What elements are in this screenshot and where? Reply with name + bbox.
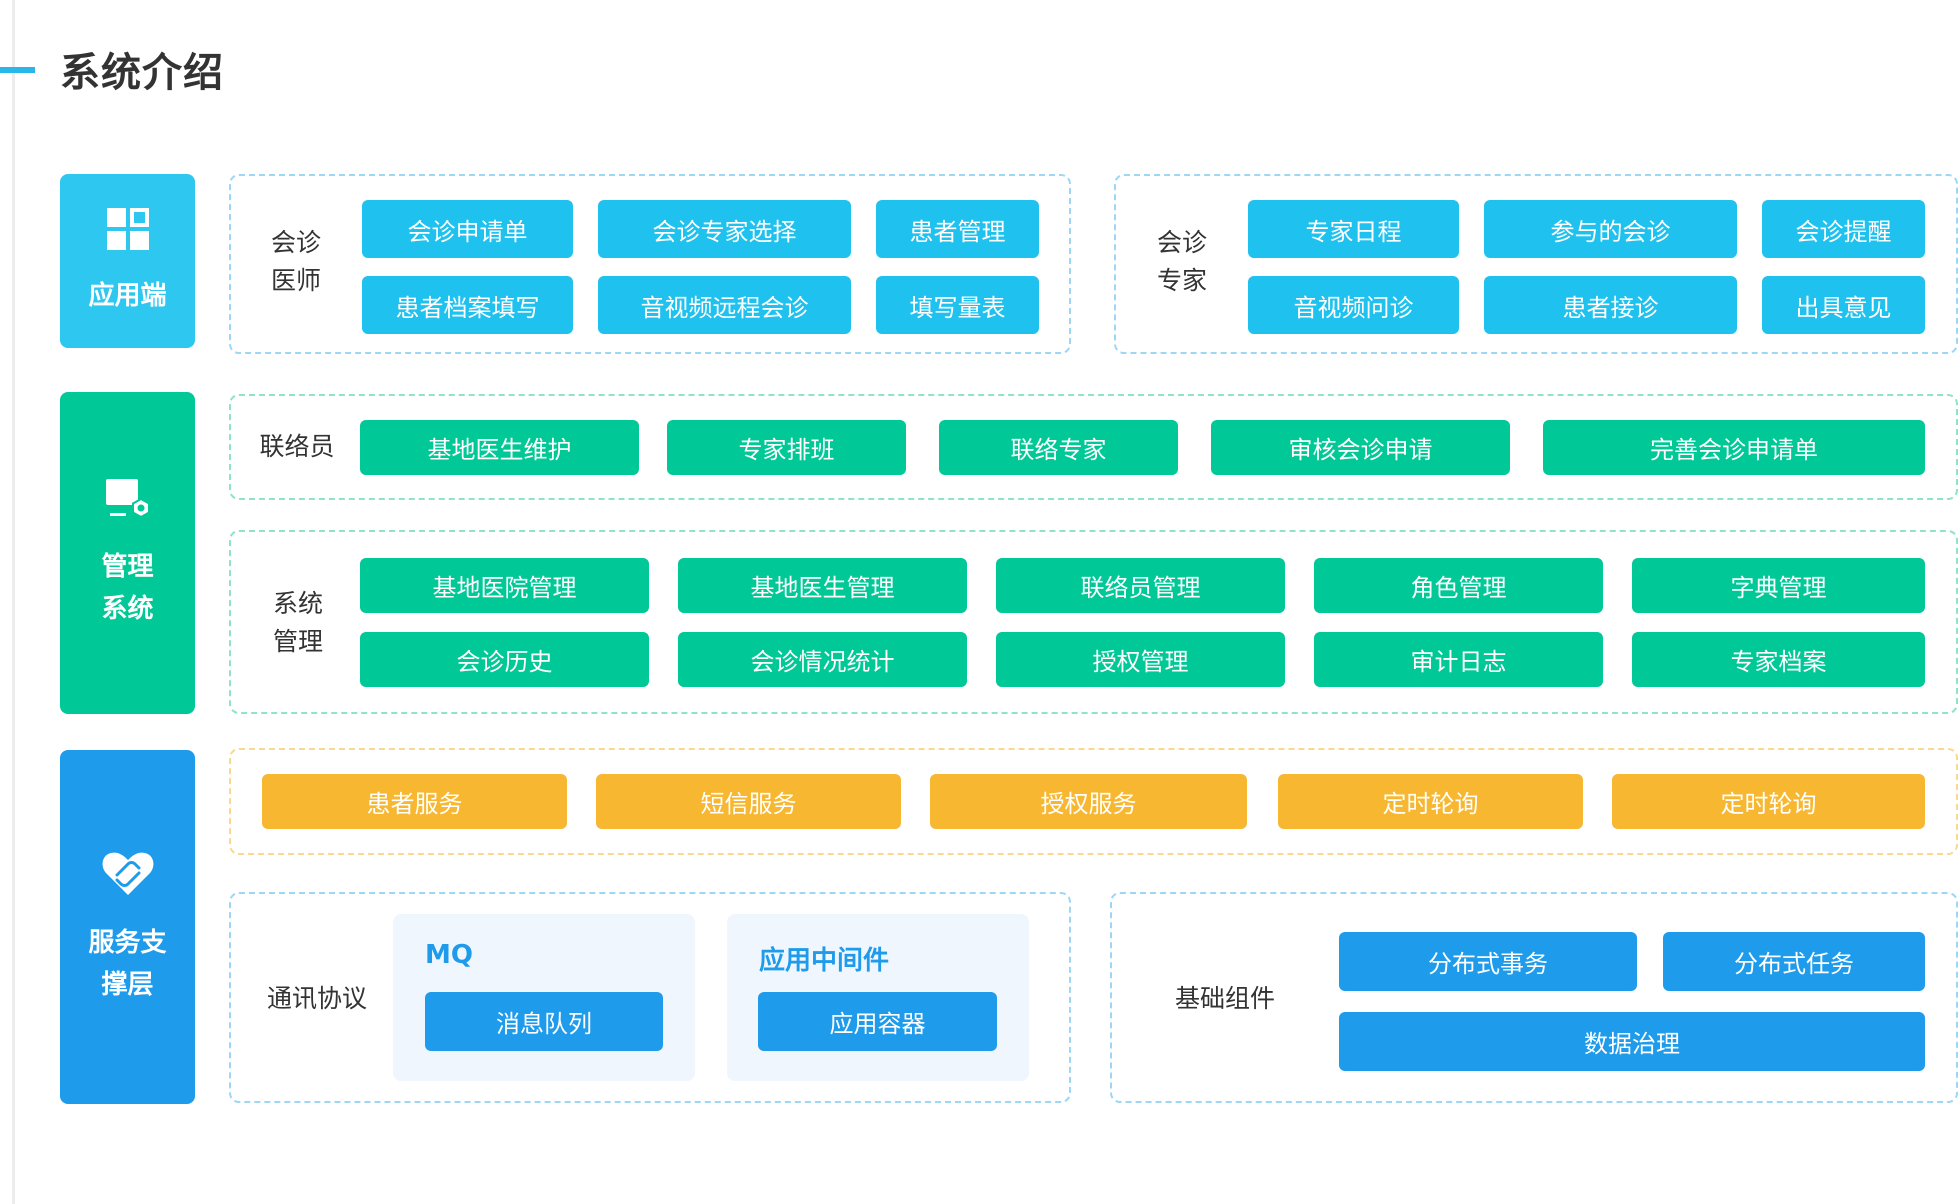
button-dictionary-management[interactable]: 字典管理 (1632, 558, 1925, 613)
middleware-title: 应用中间件 (759, 946, 890, 976)
button-av-inquiry[interactable]: 音视频问诊 (1248, 276, 1459, 334)
button-message-queue[interactable]: 消息队列 (425, 992, 663, 1051)
button-app-container[interactable]: 应用容器 (758, 992, 997, 1051)
button-base-doctor-maintenance[interactable]: 基地医生维护 (360, 420, 639, 475)
button-authorization-management[interactable]: 授权管理 (996, 632, 1285, 687)
button-issue-opinion[interactable]: 出具意见 (1762, 276, 1925, 334)
title-accent-bar (0, 67, 35, 73)
group-consult-doctor (229, 174, 1071, 354)
button-review-consult-request[interactable]: 审核会诊申请 (1211, 420, 1510, 475)
layer-card-management[interactable]: 管理系统 (60, 392, 195, 714)
layer-card-app[interactable]: 应用端 (60, 174, 195, 348)
page-title: 系统介绍 (60, 50, 224, 96)
button-contact-expert[interactable]: 联络专家 (939, 420, 1178, 475)
group-services (229, 748, 1958, 855)
group-label-consult-doctor: 会诊医师 (270, 228, 321, 295)
page-left-rule (12, 0, 15, 1204)
group-label-protocol: 通讯协议 (266, 984, 367, 1013)
button-patient-reception[interactable]: 患者接诊 (1484, 276, 1737, 334)
group-label-system-management: 系统管理 (272, 589, 323, 656)
heart-handshake-icon (100, 849, 156, 912)
button-patient-management[interactable]: 患者管理 (876, 200, 1039, 258)
button-data-governance[interactable]: 数据治理 (1339, 1012, 1925, 1071)
button-expert-profile[interactable]: 专家档案 (1632, 632, 1925, 687)
button-complete-consult-form[interactable]: 完善会诊申请单 (1543, 420, 1925, 475)
button-av-remote-consult[interactable]: 音视频远程会诊 (598, 276, 851, 334)
layer-card-label: 服务支撑层 (88, 927, 167, 1000)
button-joined-consults[interactable]: 参与的会诊 (1484, 200, 1737, 258)
mq-title: MQ (425, 940, 473, 970)
button-patient-record[interactable]: 患者档案填写 (362, 276, 573, 334)
group-liaison (229, 394, 1958, 500)
button-audit-log[interactable]: 审计日志 (1314, 632, 1603, 687)
button-role-management[interactable]: 角色管理 (1314, 558, 1603, 613)
group-label-liaison: 联络员 (259, 432, 335, 461)
layer-card-service[interactable]: 服务支撑层 (60, 750, 195, 1104)
button-consult-statistics[interactable]: 会诊情况统计 (678, 632, 967, 687)
button-fill-scale[interactable]: 填写量表 (876, 276, 1039, 334)
button-patient-service[interactable]: 患者服务 (262, 774, 567, 829)
group-label-foundation: 基础组件 (1174, 984, 1275, 1013)
button-select-expert[interactable]: 会诊专家选择 (598, 200, 851, 258)
button-distributed-task[interactable]: 分布式任务 (1663, 932, 1925, 991)
button-expert-scheduling[interactable]: 专家排班 (667, 420, 906, 475)
button-base-hospital-management[interactable]: 基地医院管理 (360, 558, 649, 613)
layer-card-label: 应用端 (88, 280, 167, 311)
button-consult-request[interactable]: 会诊申请单 (362, 200, 573, 258)
monitor-settings-icon (103, 477, 153, 536)
button-consult-reminder[interactable]: 会诊提醒 (1762, 200, 1925, 258)
button-consult-history[interactable]: 会诊历史 (360, 632, 649, 687)
button-liaison-management[interactable]: 联络员管理 (996, 558, 1285, 613)
group-system-management (229, 530, 1958, 714)
button-expert-schedule[interactable]: 专家日程 (1248, 200, 1459, 258)
button-distributed-transaction[interactable]: 分布式事务 (1339, 932, 1637, 991)
button-base-doctor-management[interactable]: 基地医生管理 (678, 558, 967, 613)
button-scheduled-polling-1[interactable]: 定时轮询 (1278, 774, 1583, 829)
group-protocol (229, 892, 1071, 1103)
button-scheduled-polling-2[interactable]: 定时轮询 (1612, 774, 1925, 829)
button-auth-service[interactable]: 授权服务 (930, 774, 1247, 829)
group-foundation (1110, 892, 1958, 1103)
button-sms-service[interactable]: 短信服务 (596, 774, 901, 829)
grid-icon (105, 206, 151, 265)
layer-card-label: 管理系统 (101, 551, 154, 624)
group-label-consult-expert: 会诊专家 (1156, 228, 1207, 295)
group-consult-expert (1114, 174, 1958, 354)
